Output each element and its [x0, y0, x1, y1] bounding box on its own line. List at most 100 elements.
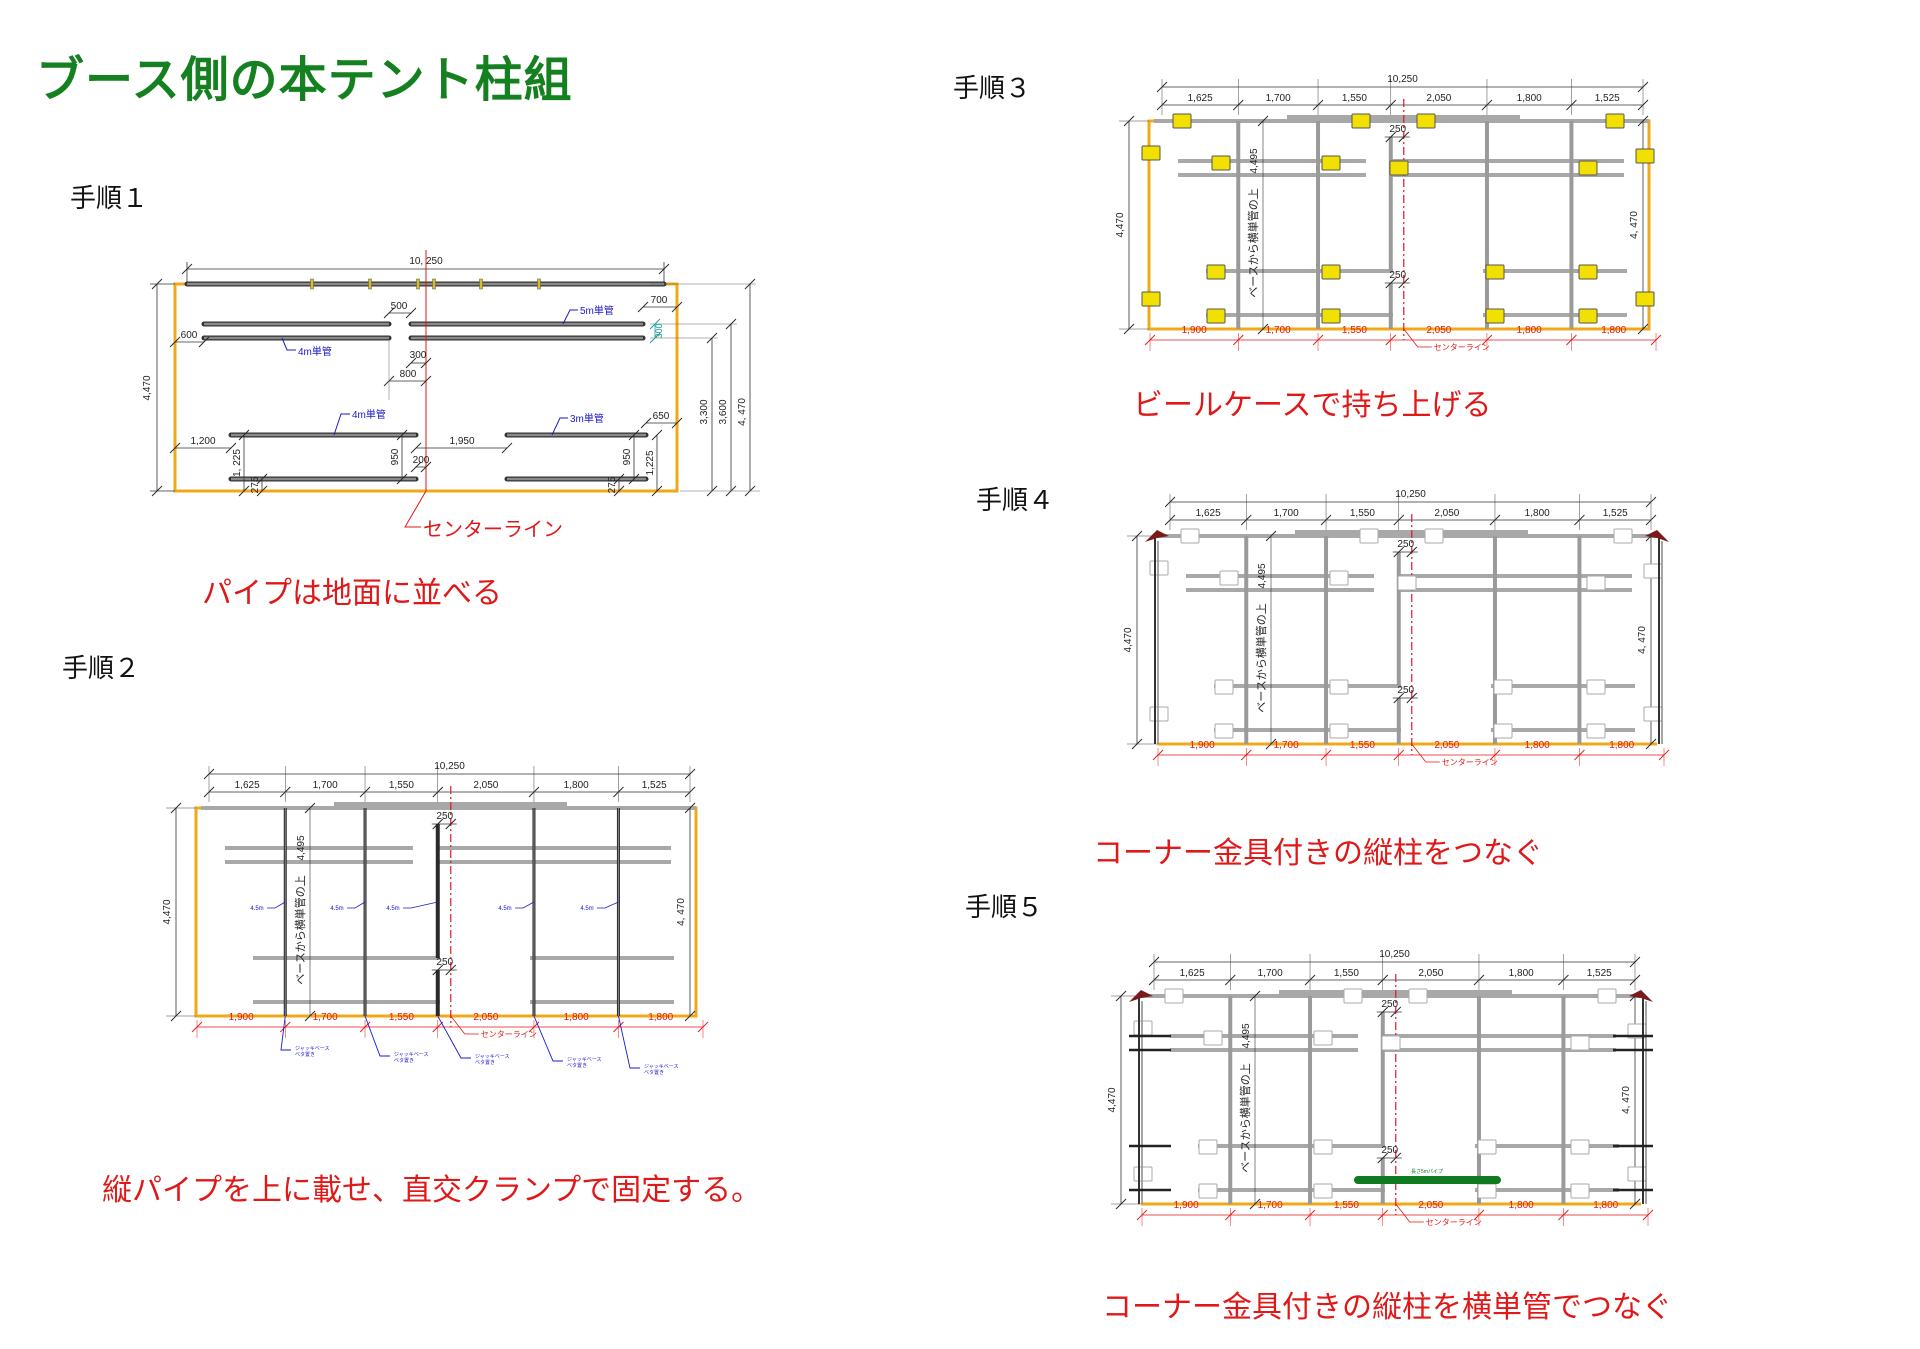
dimension-label: 1,525 — [1603, 508, 1628, 519]
dimension-label: 800 — [400, 369, 417, 380]
step-5-label: 手順５ — [965, 893, 1044, 923]
dimension-tick — [1377, 1006, 1389, 1018]
dimension-tick — [1406, 692, 1418, 704]
beer-case — [1164, 988, 1184, 1004]
dimension-tick — [170, 1010, 182, 1022]
dimension-label: 1,800 — [1517, 325, 1542, 336]
beer-case — [1570, 1035, 1590, 1051]
dimension-label: 1,800 — [1517, 93, 1542, 104]
beer-case — [1321, 264, 1341, 280]
dimension-tick — [420, 357, 432, 369]
dimension-label: 250 — [1397, 685, 1414, 696]
dimension-label: 1,550 — [1334, 968, 1359, 979]
dimension-tick — [649, 318, 661, 330]
beer-case — [1329, 570, 1349, 586]
beer-case — [1359, 528, 1379, 544]
dimension-label: 2,050 — [1426, 93, 1451, 104]
dimension-label: 650 — [653, 411, 670, 422]
beer-case — [1605, 113, 1625, 129]
clamp — [310, 278, 314, 290]
dimension-tick — [1629, 1198, 1641, 1210]
pipe-label-leader — [562, 309, 578, 325]
dimension-tick — [198, 336, 210, 348]
dimension-tick — [1265, 530, 1277, 542]
dimension-tick — [304, 802, 316, 814]
beer-case — [1416, 113, 1436, 129]
dimension-tick — [238, 429, 250, 441]
dimension-tick — [1637, 323, 1649, 335]
dimension-label: 1,800 — [1593, 1200, 1618, 1211]
centerline-label: センターライン — [1434, 343, 1490, 352]
dimension-label: 3,600 — [718, 399, 729, 424]
beer-case — [1381, 1035, 1401, 1051]
step-4-caption: コーナー金具付きの縦柱をつなぐ — [1093, 836, 1543, 871]
dimension-tick — [1385, 131, 1397, 143]
dimension-tick — [651, 485, 663, 497]
beer-case — [1149, 560, 1169, 576]
corner-fitting — [1645, 530, 1669, 542]
dimension-label: 500 — [391, 301, 408, 312]
dimension-tick — [1390, 1006, 1402, 1018]
dimension-label: 1,625 — [1196, 508, 1221, 519]
beer-case — [1635, 148, 1655, 164]
step-2-caption: 縦パイプを上に載せ、直交クランプで固定する。 — [102, 1173, 762, 1208]
dimension-tick — [1393, 692, 1405, 704]
clamp — [479, 278, 483, 290]
dimension-label: 1,700 — [1274, 740, 1299, 751]
beer-case — [1586, 679, 1606, 695]
corner-fitting — [1145, 530, 1169, 542]
pipe-label: 4m単管 — [298, 345, 332, 358]
dimension-label: 700 — [651, 295, 668, 306]
jack-base-label: ジャッキベース — [644, 1064, 679, 1070]
dimension-tick — [256, 473, 268, 485]
clamp — [416, 278, 420, 290]
dimension-tick — [684, 1010, 696, 1022]
dimension-tick — [651, 429, 663, 441]
dimension-tick — [420, 461, 432, 473]
pipe-label-leader — [551, 417, 568, 436]
dimension-tick — [169, 442, 181, 454]
centerline-label: センターライン — [481, 1030, 537, 1039]
beer-case — [1206, 264, 1226, 280]
dimension-tick — [225, 442, 237, 454]
dimension-tick — [1377, 1152, 1389, 1164]
dimension-label: 1,700 — [1266, 93, 1291, 104]
dimension-tick — [1390, 1152, 1402, 1164]
dimension-label: 1,700 — [313, 1012, 338, 1023]
clamp — [368, 278, 372, 290]
jack-base-label: ジャッキベース — [295, 1046, 330, 1052]
clamp — [537, 278, 541, 290]
dimension-tick — [1645, 738, 1657, 750]
dimension-label: 275 — [250, 476, 261, 493]
jack-base-label: ジャッキベース — [475, 1054, 510, 1060]
dimension-tick — [1123, 115, 1135, 127]
dimension-tick — [1257, 115, 1269, 127]
dimension-label: 1,800 — [1609, 740, 1634, 751]
pipe-label: 4m単管 — [352, 408, 386, 421]
beer-case — [1424, 528, 1444, 544]
beer-case — [1493, 679, 1513, 695]
dimension-tick — [671, 417, 683, 429]
pipe-label: 5m単管 — [580, 304, 614, 317]
dimension-tick — [405, 307, 417, 319]
pipe-length-label: 4.5m — [386, 906, 399, 912]
dimension-tick — [1257, 323, 1269, 335]
step-2-label: 手順２ — [62, 654, 141, 684]
pipe-length-leader — [403, 901, 438, 909]
jack-base-leader — [533, 1015, 563, 1062]
beer-case — [1570, 1183, 1590, 1199]
jack-base-leader — [437, 1015, 471, 1059]
pipe-label-leader — [281, 337, 296, 351]
centerline-leader — [1411, 743, 1440, 763]
page-title: ブース側の本テント柱組 — [36, 52, 573, 108]
step-3-caption: ビールケースで持ち上げる — [1133, 388, 1492, 423]
dimension-label: 1,550 — [1350, 508, 1375, 519]
dimension-label: 4, 470 — [1637, 626, 1648, 654]
centerline-leader — [1403, 328, 1432, 348]
dimension-label: 1,625 — [235, 780, 260, 791]
dimension-tick — [1249, 990, 1261, 1002]
dimension-label: 1,700 — [1258, 1200, 1283, 1211]
